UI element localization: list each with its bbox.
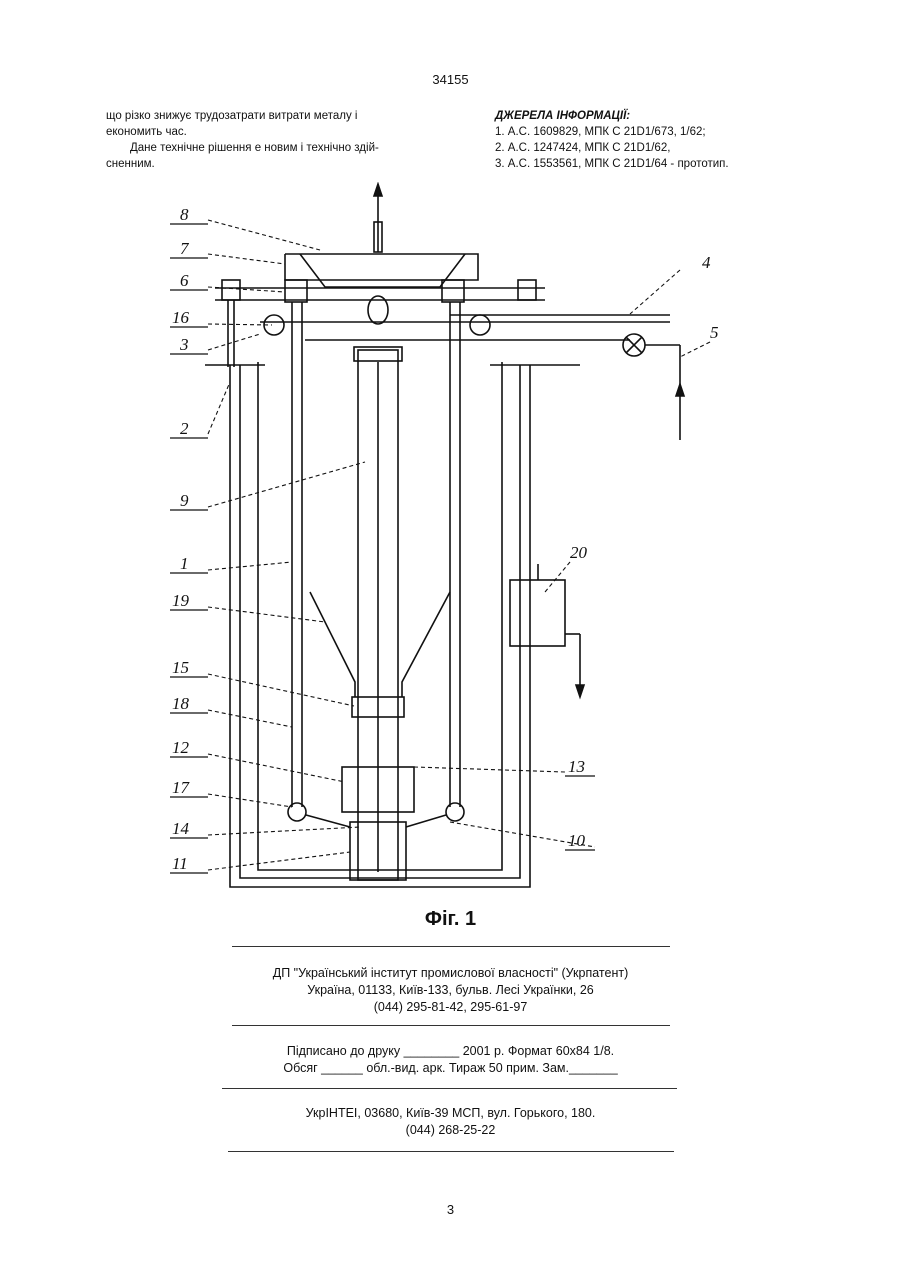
divider bbox=[232, 1025, 670, 1026]
label-3: 3 bbox=[179, 335, 189, 354]
label-7: 7 bbox=[180, 239, 190, 258]
print-info-block: Підписано до друку ________ 2001 р. Форм… bbox=[0, 1043, 901, 1077]
box-20 bbox=[510, 580, 565, 646]
figure-caption: Фіг. 1 bbox=[0, 908, 901, 931]
hopper-funnel bbox=[300, 254, 465, 287]
printer-phone: (044) 268-25-22 bbox=[0, 1122, 901, 1139]
label-1: 1 bbox=[180, 554, 189, 573]
label-18: 18 bbox=[172, 694, 190, 713]
page-number: 3 bbox=[0, 1202, 901, 1217]
outer-vessel bbox=[230, 365, 530, 887]
divider bbox=[232, 946, 670, 947]
clamp-right bbox=[442, 280, 464, 302]
label-20: 20 bbox=[570, 543, 588, 562]
down-arrow-icon bbox=[576, 685, 584, 697]
publisher-block: ДП "Український інститут промислової вла… bbox=[0, 965, 901, 1016]
divider bbox=[228, 1151, 674, 1152]
bottom-ring-right bbox=[446, 803, 464, 821]
label-13: 13 bbox=[568, 757, 585, 776]
clamp-left bbox=[285, 280, 307, 302]
label-11: 11 bbox=[172, 854, 188, 873]
publisher-phones: (044) 295-81-42, 295-61-97 bbox=[0, 999, 901, 1016]
publisher-address: Україна, 01133, Київ-133, бульв. Лесі Ук… bbox=[0, 982, 901, 999]
column-cap bbox=[354, 347, 402, 361]
left-line-2: економить час. bbox=[106, 124, 436, 140]
outer-vessel-inner bbox=[240, 365, 520, 878]
label-8: 8 bbox=[180, 205, 189, 224]
label-17: 17 bbox=[172, 778, 191, 797]
label-15: 15 bbox=[172, 658, 189, 677]
valve-right bbox=[470, 315, 490, 335]
label-19: 19 bbox=[172, 591, 190, 610]
label-5: 5 bbox=[710, 323, 719, 342]
label-4: 4 bbox=[702, 253, 711, 272]
source-item: 1. А.С. 1609829, МПК С 21D1/673, 1/62; bbox=[495, 124, 815, 140]
beam-support-left bbox=[222, 280, 240, 300]
label-2: 2 bbox=[180, 419, 189, 438]
printer-block: УкрІНТЕІ, 03680, Київ-39 МСП, вул. Горьк… bbox=[0, 1105, 901, 1139]
sources-column: ДЖЕРЕЛА ІНФОРМАЦІЇ: 1. А.С. 1609829, МПК… bbox=[495, 108, 815, 172]
left-line-4: сненним. bbox=[106, 156, 436, 172]
cone-right bbox=[402, 592, 450, 697]
inner-tank bbox=[258, 362, 502, 870]
publisher-name: ДП "Український інститут промислової вла… bbox=[0, 965, 901, 982]
printer-name: УкрІНТЕІ, 03680, Київ-39 МСП, вул. Горьк… bbox=[0, 1105, 901, 1122]
label-9: 9 bbox=[180, 491, 189, 510]
patent-number: 34155 bbox=[0, 72, 901, 87]
beam-support-right bbox=[518, 280, 536, 300]
print-info-line-1: Підписано до друку ________ 2001 р. Форм… bbox=[0, 1043, 901, 1060]
figure-drawing: 8 7 6 16 3 2 9 1 19 15 18 12 17 14 11 13… bbox=[150, 182, 770, 902]
divider bbox=[222, 1088, 677, 1089]
label-14: 14 bbox=[172, 819, 190, 838]
left-line-1: що різко знижує трудозатрати витрати мет… bbox=[106, 108, 436, 124]
source-item: 2. А.С. 1247424, МПК С 21D1/62, bbox=[495, 140, 815, 156]
cone-left bbox=[310, 592, 355, 697]
inlet-arrow-icon bbox=[676, 384, 684, 396]
label-16: 16 bbox=[172, 308, 190, 327]
sources-heading: ДЖЕРЕЛА ІНФОРМАЦІЇ: bbox=[495, 108, 815, 124]
left-column-text: що різко знижує трудозатрати витрати мет… bbox=[106, 108, 436, 172]
bottom-ring-left bbox=[288, 803, 306, 821]
up-arrow-icon bbox=[374, 184, 382, 196]
left-line-3: Дане технічне рішення е новим і технічно… bbox=[106, 140, 436, 156]
label-12: 12 bbox=[172, 738, 190, 757]
label-6: 6 bbox=[180, 271, 189, 290]
print-info-line-2: Обсяг ______ обл.-вид. арк. Тираж 50 при… bbox=[0, 1060, 901, 1077]
label-10: 10 bbox=[568, 831, 586, 850]
source-item: 3. А.С. 1553561, МПК С 21D1/64 - прототи… bbox=[495, 156, 815, 172]
